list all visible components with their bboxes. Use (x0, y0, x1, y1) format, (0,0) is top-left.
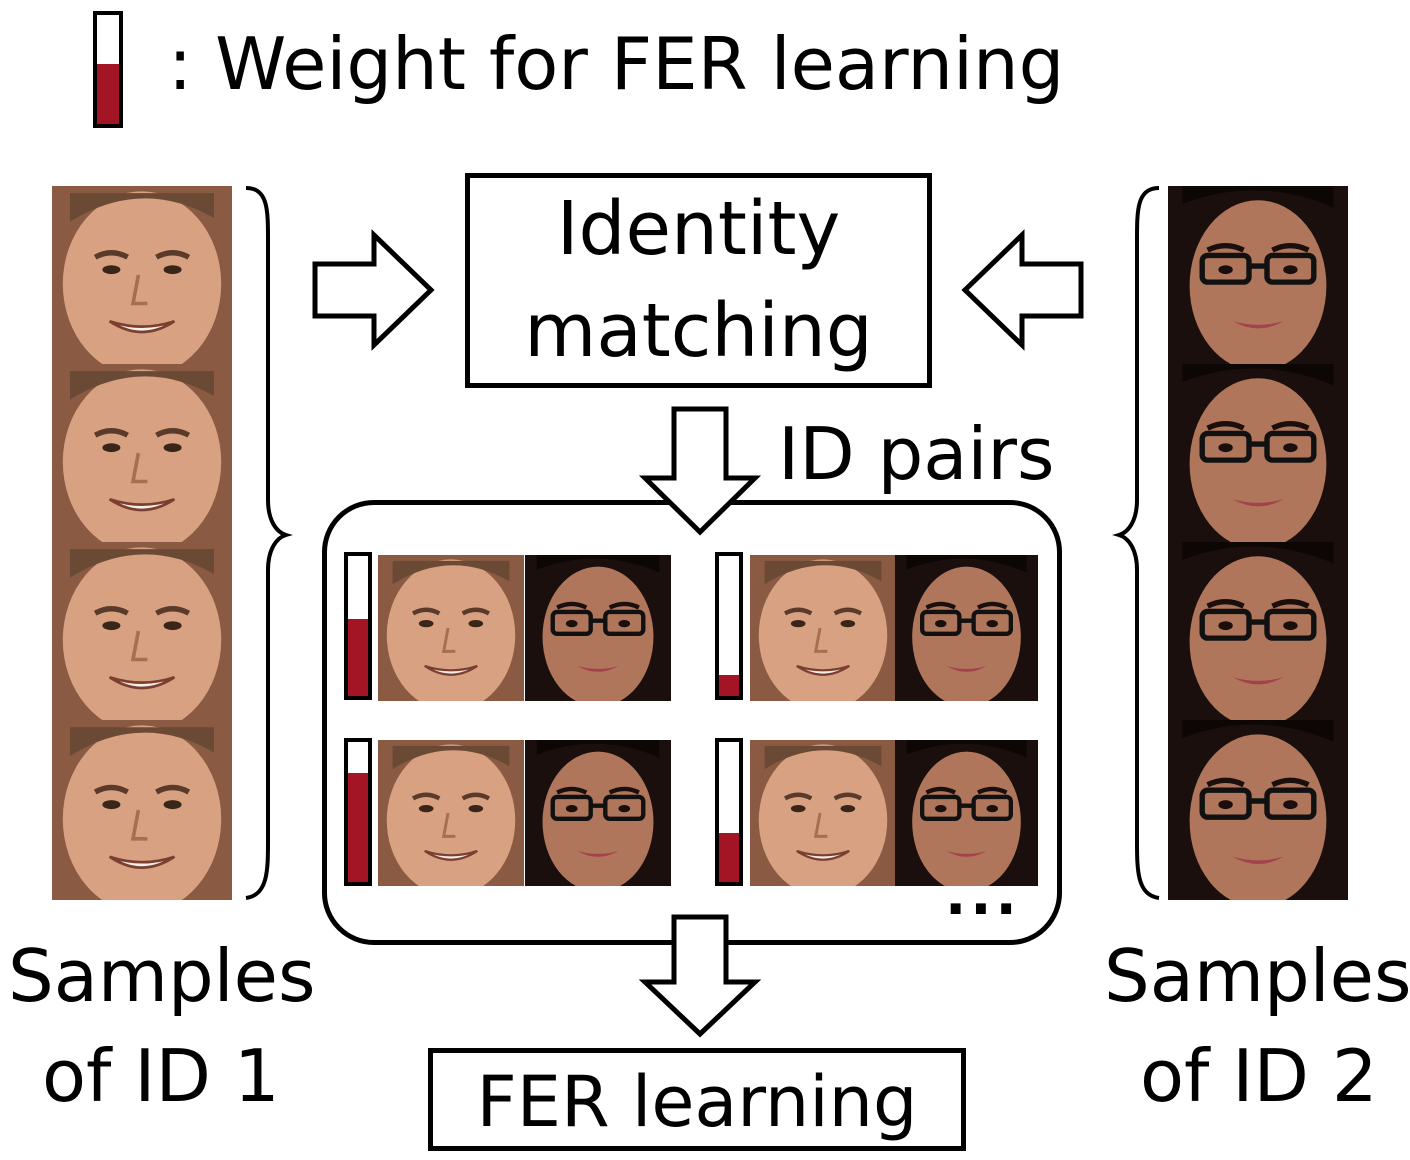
id2-caption-line2: of ID 2 (1140, 1034, 1378, 1118)
id2-caption-line1: Samples (1104, 934, 1410, 1018)
identity-matching-box: Identity matching (465, 173, 932, 388)
fer-learning-label: FER learning (476, 1061, 918, 1143)
pair-1-weight-gauge (344, 552, 372, 700)
pair-2-weight-gauge (715, 552, 743, 700)
pair-3-id2-face (525, 740, 671, 886)
fer-learning-box: FER learning (428, 1048, 966, 1151)
pair-4-id2-face (895, 740, 1038, 886)
id1-caption-line1: Samples (8, 934, 316, 1018)
pair-3-weight-gauge (344, 738, 372, 886)
more-pairs-ellipsis: ... (945, 863, 1021, 928)
id1-sample-face-3 (52, 542, 232, 720)
id1-sample-face-4 (52, 720, 232, 900)
pair-4-id1-face (750, 740, 896, 886)
identity-matching-line1: Identity (556, 186, 841, 272)
pair-1-id2-face (525, 555, 671, 701)
right-brace (1112, 186, 1160, 900)
id1-sample-face-2 (52, 364, 232, 542)
arrow-down-icon (638, 914, 762, 1038)
legend-weight-fill (97, 64, 119, 124)
pair-3-id1-face (378, 740, 524, 886)
pair-1-weight-fill (348, 619, 368, 696)
legend-weight-gauge (93, 11, 123, 128)
pair-2-id2-face (895, 555, 1038, 701)
arrow-left-icon (961, 229, 1084, 351)
legend-text: : Weight for FER learning (168, 22, 1065, 106)
identity-matching-line2: matching (524, 288, 873, 374)
id2-sample-face-3 (1168, 542, 1348, 720)
id-pairs-label: ID pairs (778, 412, 1055, 496)
pair-1-id1-face (378, 555, 524, 701)
id1-caption-line2: of ID 1 (42, 1034, 280, 1118)
id1-sample-face-1 (52, 186, 232, 364)
pair-3-weight-fill (348, 772, 368, 882)
pair-4-weight-fill (719, 833, 739, 882)
left-brace (245, 186, 293, 900)
id2-sample-face-2 (1168, 364, 1348, 542)
pair-2-weight-fill (719, 675, 739, 696)
id2-sample-face-4 (1168, 720, 1348, 900)
arrow-right-icon (312, 229, 435, 351)
id2-sample-face-1 (1168, 186, 1348, 364)
arrow-down-icon (638, 406, 762, 536)
pair-2-id1-face (750, 555, 896, 701)
pair-4-weight-gauge (715, 738, 743, 886)
